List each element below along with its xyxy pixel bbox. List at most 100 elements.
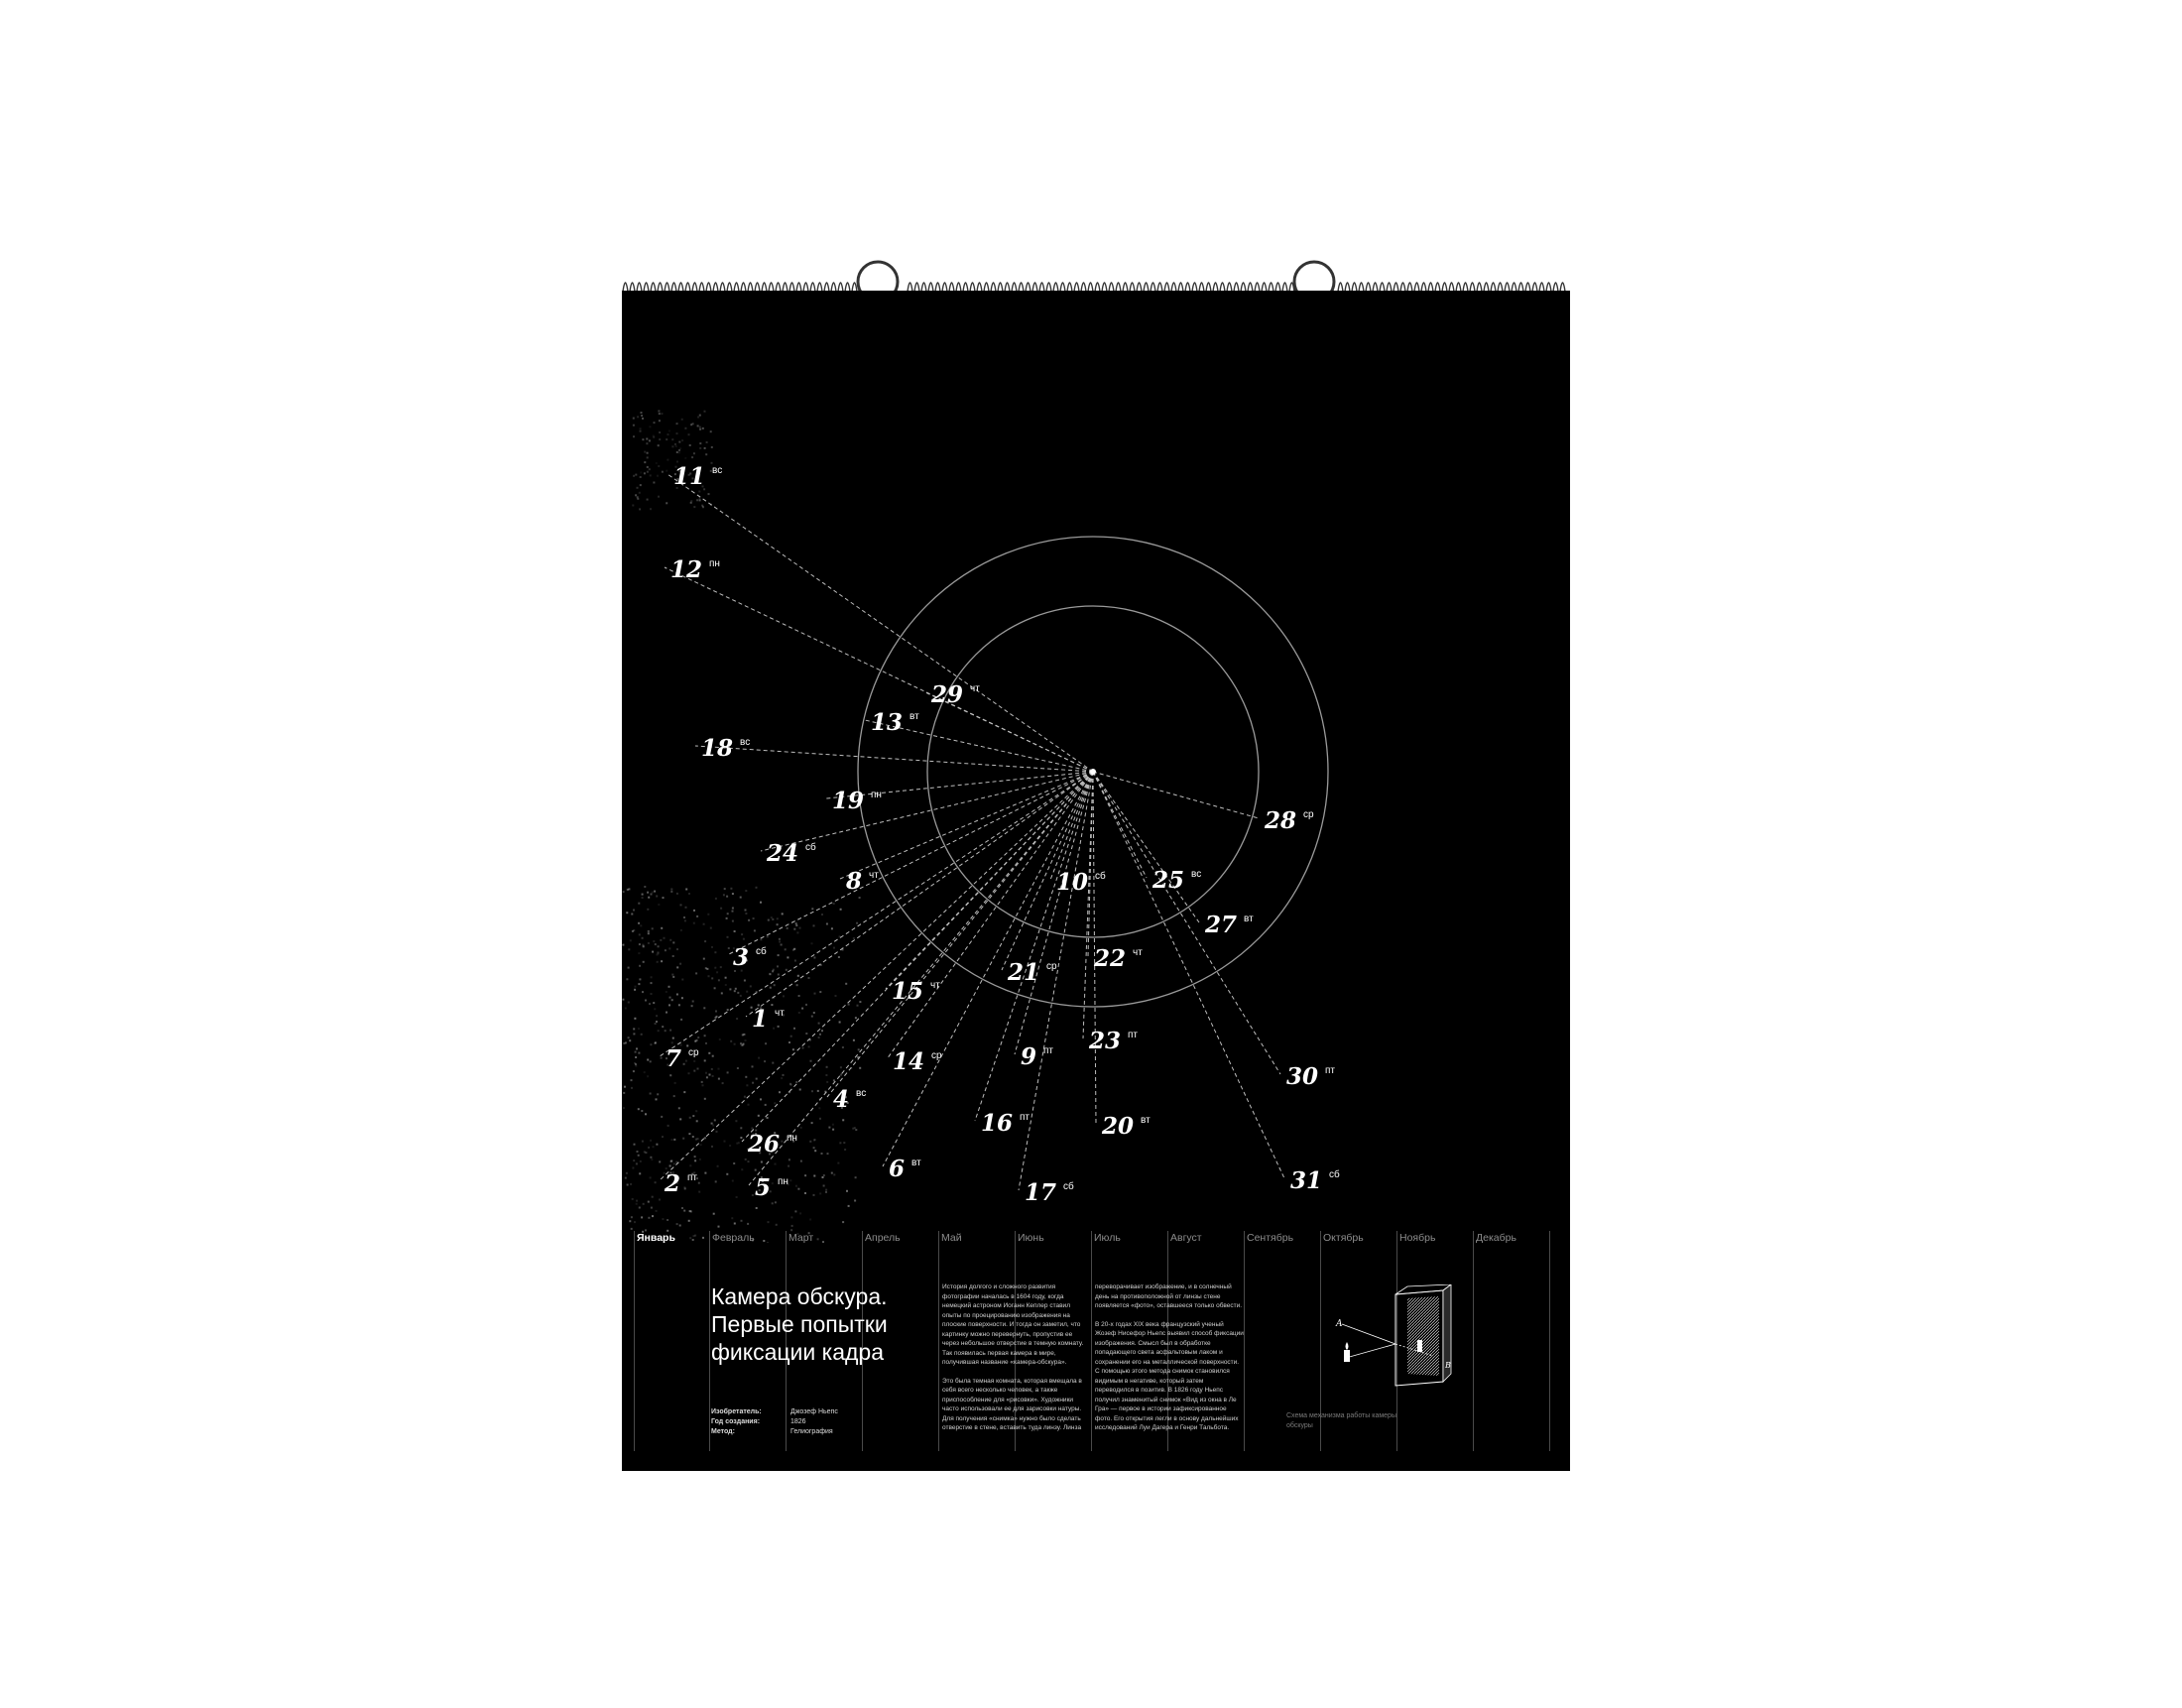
day-number: 25 [1152,867,1184,894]
day-weekday: чт [970,683,980,694]
day-weekday: чт [930,980,940,991]
ray-line [745,771,1094,1018]
month-jun[interactable]: Июнь [1018,1232,1044,1244]
binding-coil [657,282,664,293]
binding-coil [1212,282,1219,293]
binding-coil [1025,282,1031,293]
ray-lines [658,473,1285,1191]
day-number: 4 [833,1086,849,1113]
binding-coil [1233,282,1240,293]
month-jul[interactable]: Июль [1094,1232,1121,1244]
ray-line [1092,771,1200,923]
binding-coil [768,282,775,293]
month-feb[interactable]: Февраль [712,1232,755,1244]
ray-line [694,745,1094,773]
binding-coil [1497,282,1504,293]
binding-coil [1177,282,1184,293]
day-weekday: пт [1325,1065,1335,1076]
month-may[interactable]: Май [941,1232,962,1244]
day-number: 9 [1021,1043,1036,1070]
binding-coil [1219,282,1226,293]
day-number: 11 [673,463,705,490]
month-oct[interactable]: Октябрь [1323,1232,1364,1244]
day-weekday: пт [1020,1112,1030,1123]
binding-coil [1066,282,1073,293]
binding-coil [1184,282,1191,293]
day-number: 19 [832,788,864,814]
wire-binding [622,260,1566,300]
day-number: 31 [1290,1167,1322,1194]
binding-coil [948,282,955,293]
day-number: 1 [752,1006,768,1033]
month-aug[interactable]: Август [1170,1232,1202,1244]
binding-coil [1559,282,1566,293]
binding-coil [1413,282,1420,293]
month-nov[interactable]: Ноябрь [1399,1232,1436,1244]
day-weekday: пт [687,1172,697,1183]
binding-coil [1150,282,1156,293]
month-jan[interactable]: Январь [637,1232,675,1244]
binding-coil [1288,282,1295,293]
inner-ring [926,605,1260,938]
day-weekday: ср [688,1047,699,1058]
month-mar[interactable]: Март [788,1232,814,1244]
ray-line [741,771,1094,1143]
day-number: 20 [1101,1113,1134,1140]
binding-coil [650,282,657,293]
binding-coil [726,282,733,293]
binding-coil [1018,282,1025,293]
paragraph: Это была темная комната, которая вмещала… [942,1377,1082,1432]
binding-coil [962,282,969,293]
day-number: 2 [664,1170,680,1197]
day-number: 23 [1088,1028,1121,1054]
diagram-label-b: B [1444,1361,1451,1370]
day-number: 17 [1025,1179,1056,1206]
binding-coil [1337,282,1344,293]
binding-coil [1399,282,1406,293]
binding-coil [983,282,990,293]
binding-coil [1073,282,1080,293]
paragraph: переворачивает изображение, и в солнечны… [1095,1283,1243,1309]
month-apr[interactable]: Апрель [865,1232,901,1244]
paragraph: История долгого и сложного развития фото… [942,1283,1084,1366]
title-line: Первые попытки [711,1311,888,1337]
month-dec[interactable]: Декабрь [1476,1232,1516,1244]
month-sep[interactable]: Сентябрь [1247,1232,1294,1244]
day-number: 16 [981,1110,1013,1137]
ray-line [864,719,1094,773]
binding-coil [1136,282,1143,293]
ray-line [1049,771,1094,881]
binding-coil [969,282,976,293]
binding-coil [698,282,705,293]
column-divider [1473,1231,1474,1451]
binding-coil [1170,282,1177,293]
binding-coil [802,282,809,293]
day-weekday: пт [1043,1045,1053,1056]
column-divider [1396,1231,1397,1451]
binding-coil [1406,282,1413,293]
binding-coil [809,282,816,293]
meta-value: Джозеф Ньепс [790,1408,838,1415]
ray-line [760,771,1094,852]
binding-coil [1455,282,1462,293]
binding-coil [1393,282,1399,293]
day-weekday: пн [709,558,720,569]
binding-coil [823,282,830,293]
ray-line [1082,771,1094,1039]
day-number: 26 [747,1131,780,1158]
binding-coil [830,282,837,293]
binding-coil [1420,282,1427,293]
binding-coil [955,282,962,293]
meta-key: Изобретатель: [711,1408,762,1415]
binding-coil [1490,282,1497,293]
binding-coil [1538,282,1545,293]
binding-coil [1281,282,1288,293]
